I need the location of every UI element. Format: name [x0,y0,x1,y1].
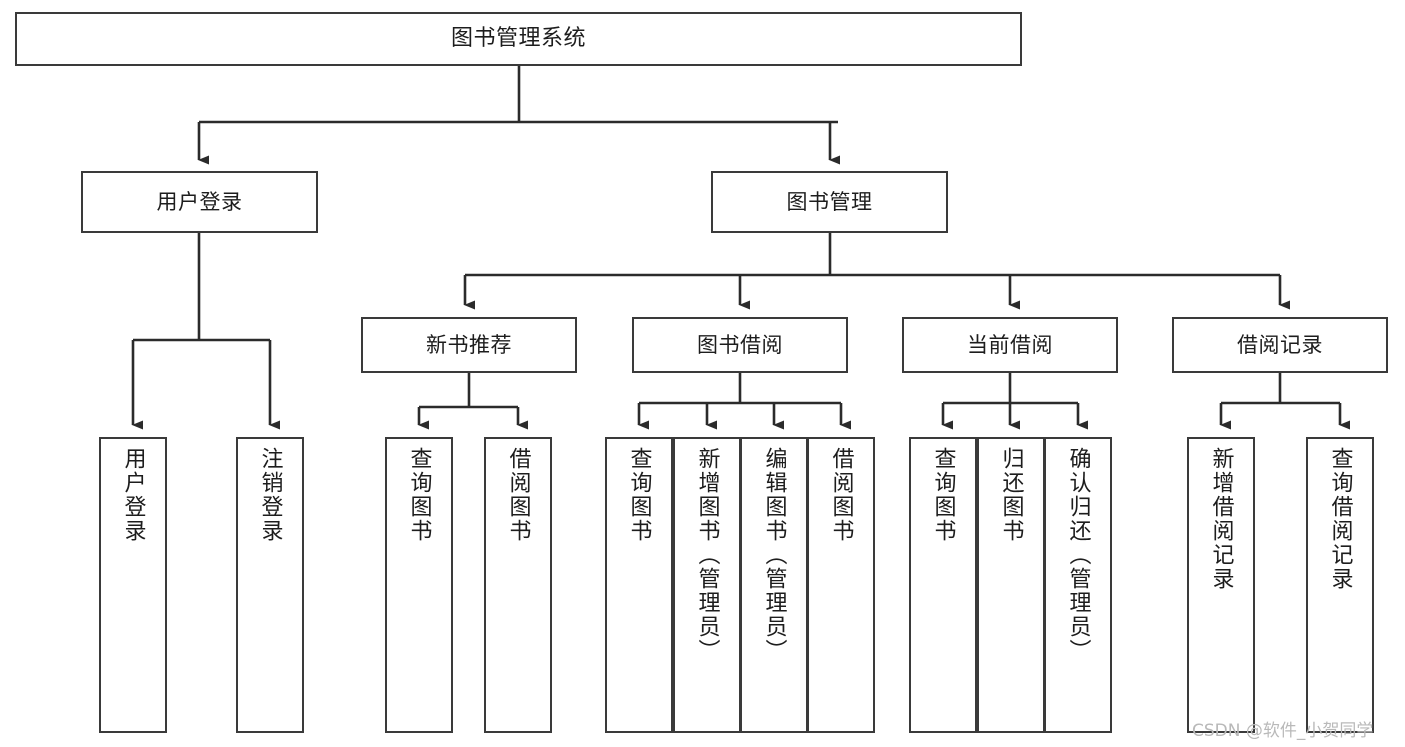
leaf-user-login-logout[interactable]: 注销登录 [236,437,304,733]
node-label: 图书管理 [786,189,873,214]
node-root-book-management-system[interactable]: 图书管理系统 [15,12,1022,66]
leaf-book-borrow-add-book-admin[interactable]: 新增图书（管理员） [673,437,741,733]
leaf-book-borrow-query-book[interactable]: 查询图书 [605,437,673,733]
node-label: 查询图书 [626,447,652,543]
node-label: 新增图书（管理员） [694,447,720,663]
node-label: 注销登录 [257,447,283,543]
leaf-current-borrow-confirm-return-admin[interactable]: 确认归还（管理员） [1044,437,1112,733]
node-label: 查询图书 [406,447,432,543]
node-label: 用户登录 [156,189,243,214]
leaf-new-book-borrow-book[interactable]: 借阅图书 [484,437,552,733]
leaf-borrow-record-add-record[interactable]: 新增借阅记录 [1187,437,1255,733]
node-label: 借阅图书 [505,447,531,543]
node-label: 编辑图书（管理员） [761,447,787,663]
node-label: 查询借阅记录 [1327,447,1353,591]
leaf-new-book-query-book[interactable]: 查询图书 [385,437,453,733]
node-label: 借阅记录 [1237,332,1323,357]
leaf-current-borrow-return-book[interactable]: 归还图书 [977,437,1045,733]
node-new-book-recommend[interactable]: 新书推荐 [361,317,577,373]
node-book-borrow[interactable]: 图书借阅 [632,317,848,373]
node-label: 归还图书 [998,447,1024,543]
node-label: 借阅图书 [828,447,854,543]
node-current-borrow[interactable]: 当前借阅 [902,317,1118,373]
csdn-watermark: CSDN @软件_小贺同学 [1192,721,1374,741]
node-label: 图书管理系统 [450,26,586,52]
leaf-current-borrow-query-book[interactable]: 查询图书 [909,437,977,733]
node-user-login[interactable]: 用户登录 [81,171,318,233]
node-book-management[interactable]: 图书管理 [711,171,948,233]
node-label: 新增借阅记录 [1208,447,1234,591]
leaf-book-borrow-edit-book-admin[interactable]: 编辑图书（管理员） [740,437,808,733]
leaf-user-login-user-login[interactable]: 用户登录 [99,437,167,733]
node-label: 当前借阅 [967,332,1053,357]
node-label: 图书借阅 [697,332,783,357]
node-label: 查询图书 [930,447,956,543]
leaf-borrow-record-query-record[interactable]: 查询借阅记录 [1306,437,1374,733]
node-label: 确认归还（管理员） [1065,447,1091,663]
node-label: 用户登录 [120,447,146,543]
node-label: 新书推荐 [426,332,512,357]
leaf-book-borrow-borrow-book[interactable]: 借阅图书 [807,437,875,733]
node-borrow-record[interactable]: 借阅记录 [1172,317,1388,373]
